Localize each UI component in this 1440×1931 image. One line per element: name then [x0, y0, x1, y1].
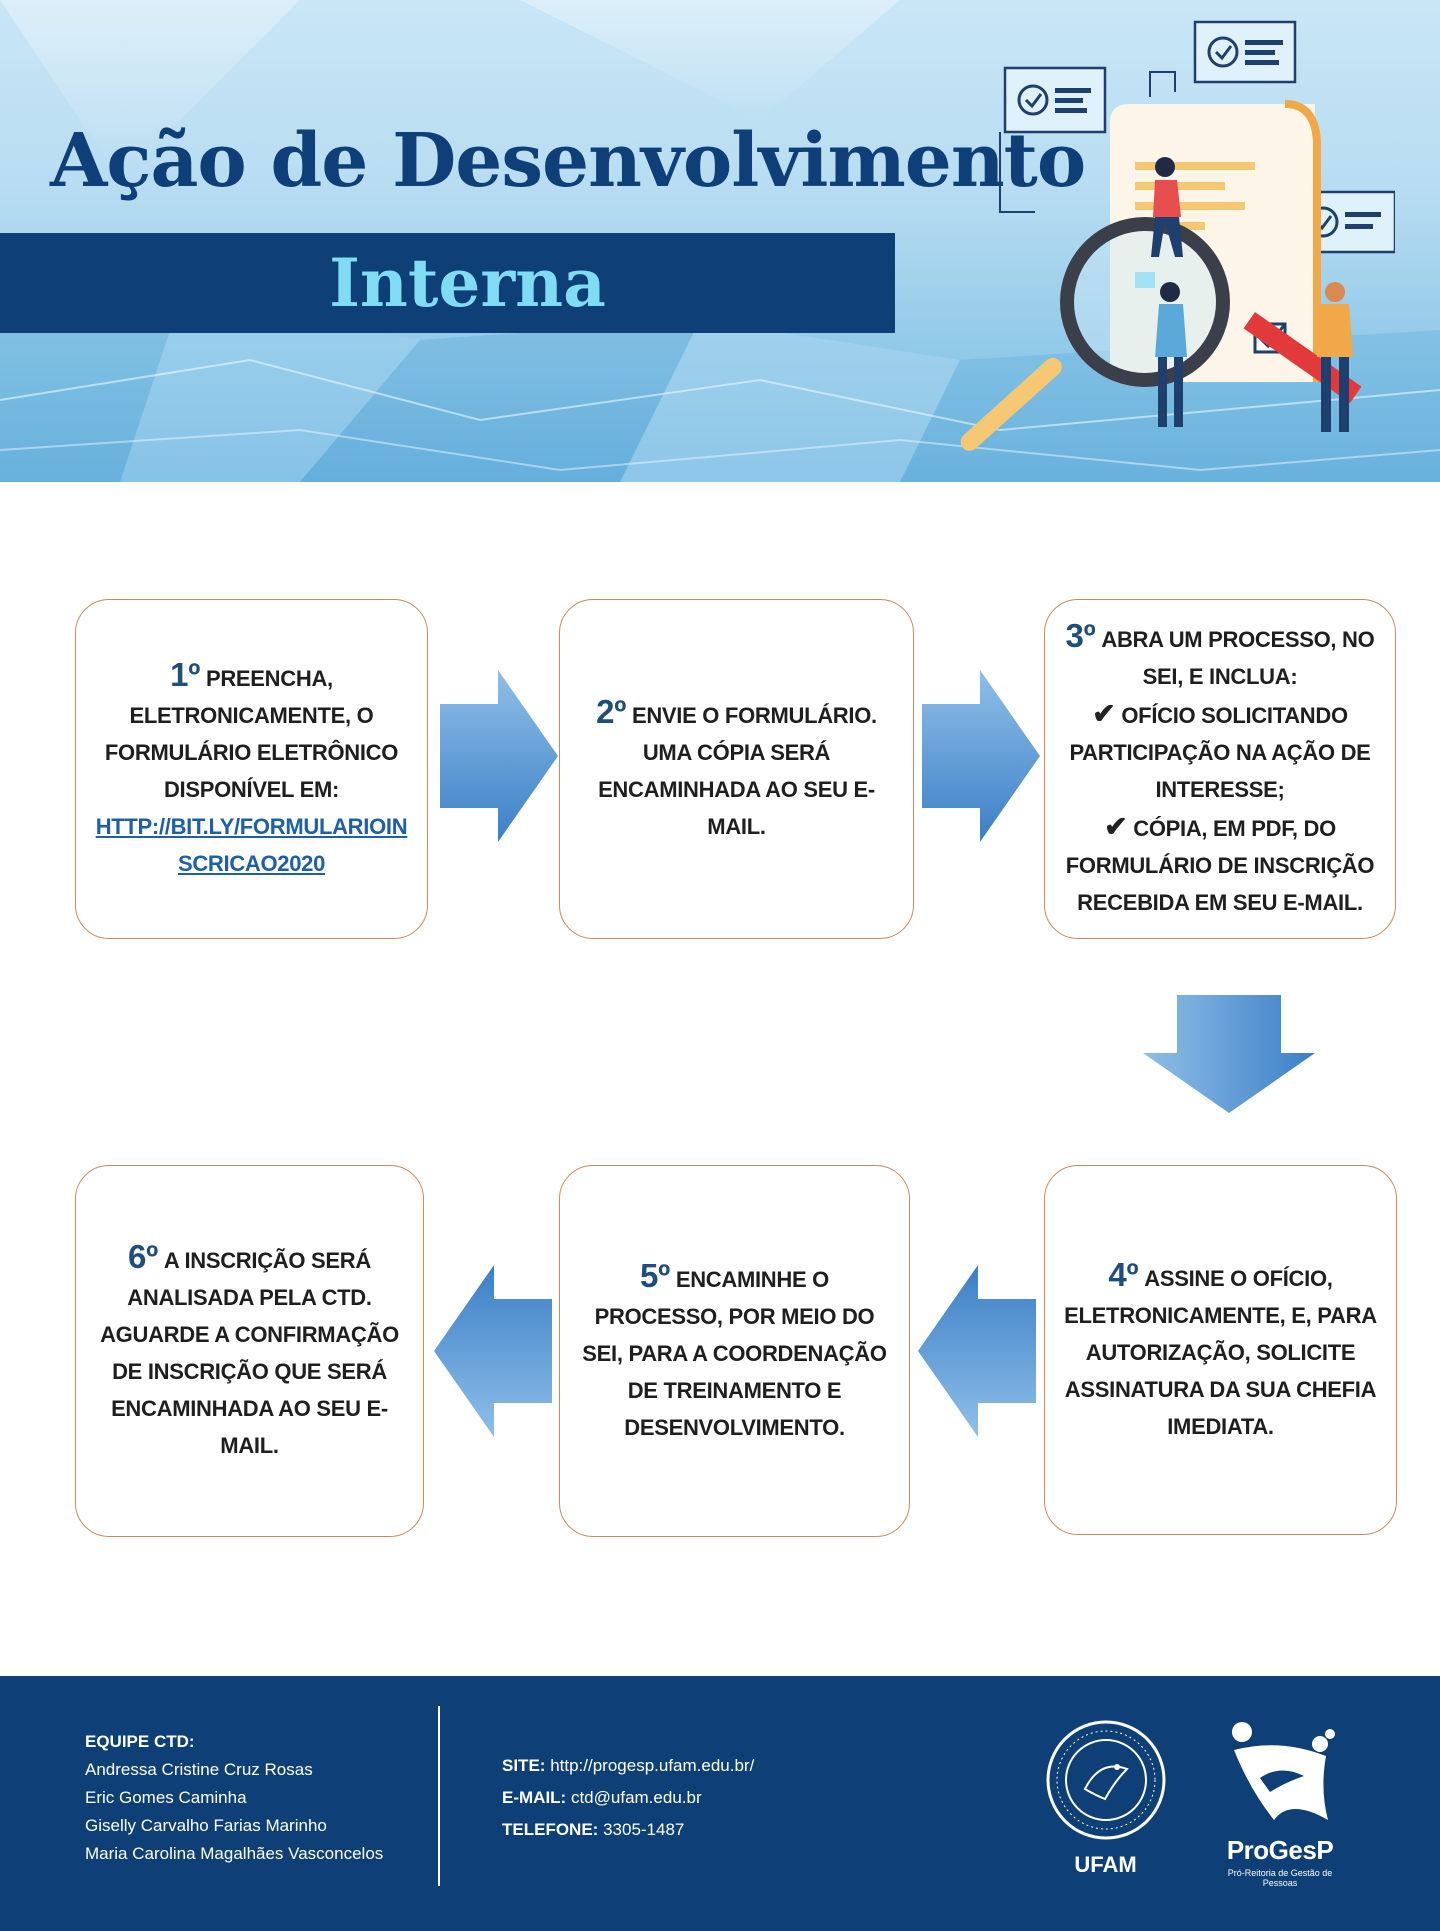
form-link[interactable]: HTTP://BIT.LY/FORMULARIOINSCRICAO2020	[95, 814, 408, 876]
checklist-item: OFÍCIO SOLICITANDO PARTICIPAÇÃO NA AÇÃO …	[1069, 703, 1371, 802]
step-number: 4º	[1108, 1255, 1139, 1293]
progesp-subtitle: Pró-Reitoria de Gestão de Pessoas	[1227, 1868, 1333, 1888]
ufam-seal-icon	[1046, 1720, 1165, 1840]
person-sitting-icon	[1151, 157, 1183, 257]
contacts-block: SITE: http://progesp.ufam.edu.br/ E-MAIL…	[502, 1750, 754, 1846]
progesp-name: ProGesP	[1226, 1835, 1334, 1865]
team-block: EQUIPE CTD: Andressa Cristine Cruz Rosas…	[85, 1728, 383, 1868]
footer: EQUIPE CTD: Andressa Cristine Cruz Rosas…	[0, 1676, 1440, 1931]
step-text: PREENCHA, ELETRONICAMENTE, O FORMULÁRIO …	[104, 666, 399, 802]
step-text: ENVIE O FORMULÁRIO. UMA CÓPIA SERÁ ENCAM…	[598, 703, 877, 839]
step-text: ASSINE O OFÍCIO, ELETRONICAMENTE, E, PAR…	[1064, 1265, 1377, 1439]
document-review-illustration	[960, 20, 1395, 451]
team-member: Eric Gomes Caminha	[85, 1788, 247, 1807]
title-band	[0, 233, 895, 333]
left-arrow-icon	[918, 1265, 1036, 1437]
checklist-card-left-icon	[1003, 66, 1107, 134]
step-number: 6º	[128, 1238, 158, 1275]
right-arrow-icon	[440, 670, 558, 842]
check-icon: ✔	[1092, 698, 1116, 729]
right-arrow-icon	[922, 670, 1040, 842]
crystal-background	[0, 0, 1440, 482]
step-text: ABRA UM PROCESSO, NO SEI, E INCLUA:	[1101, 627, 1375, 689]
checklist-item: CÓPIA, EM PDF, DO FORMULÁRIO DE INSCRIÇÃ…	[1065, 816, 1375, 915]
step-number: 1º	[170, 656, 200, 693]
step-text: ENCAMINHE O PROCESSO, POR MEIO DO SEI, P…	[582, 1266, 887, 1440]
left-arrow-icon	[434, 1265, 552, 1437]
footer-divider	[438, 1706, 440, 1886]
site-link[interactable]: http://progesp.ufam.edu.br/	[550, 1756, 755, 1775]
team-label: EQUIPE CTD:	[85, 1732, 195, 1751]
person-standing-right-icon	[1317, 282, 1353, 432]
page-title: Ação de Desenvolvimento	[50, 118, 1086, 204]
down-arrow-icon	[1143, 995, 1315, 1113]
step-text: A INSCRIÇÃO SERÁ ANALISADA PELA CTD. AGU…	[100, 1248, 399, 1458]
step-number: 2º	[596, 693, 626, 730]
page-subtitle: Interna	[329, 244, 606, 322]
progesp-logo-icon	[1232, 1722, 1335, 1820]
ufam-logo: UFAM	[1043, 1719, 1168, 1878]
step-number: 3º	[1065, 617, 1096, 654]
checklist-card-top-icon	[1193, 20, 1297, 84]
team-member: Giselly Carvalho Farias Marinho	[85, 1816, 327, 1835]
check-icon: ✔	[1104, 811, 1128, 842]
site-label: SITE:	[502, 1756, 546, 1775]
step-number: 5º	[640, 1256, 670, 1294]
person-standing-left-icon	[1155, 282, 1187, 427]
team-member: Maria Carolina Magalhães Vasconcelos	[85, 1844, 384, 1863]
ufam-label: UFAM	[1074, 1852, 1137, 1877]
pencil-icon	[1243, 312, 1362, 403]
email-link[interactable]: ctd@ufam.edu.br	[570, 1788, 702, 1807]
team-member: Andressa Cristine Cruz Rosas	[85, 1760, 313, 1779]
phone-value: 3305-1487	[603, 1820, 685, 1839]
header-banner: Ação de Desenvolvimento Interna	[0, 0, 1440, 482]
phone-label: TELEFONE:	[502, 1820, 599, 1839]
progesp-logo: ProGesP Pró-Reitoria de Gestão de Pessoa…	[1210, 1720, 1350, 1888]
email-label: E-MAIL:	[502, 1788, 567, 1807]
